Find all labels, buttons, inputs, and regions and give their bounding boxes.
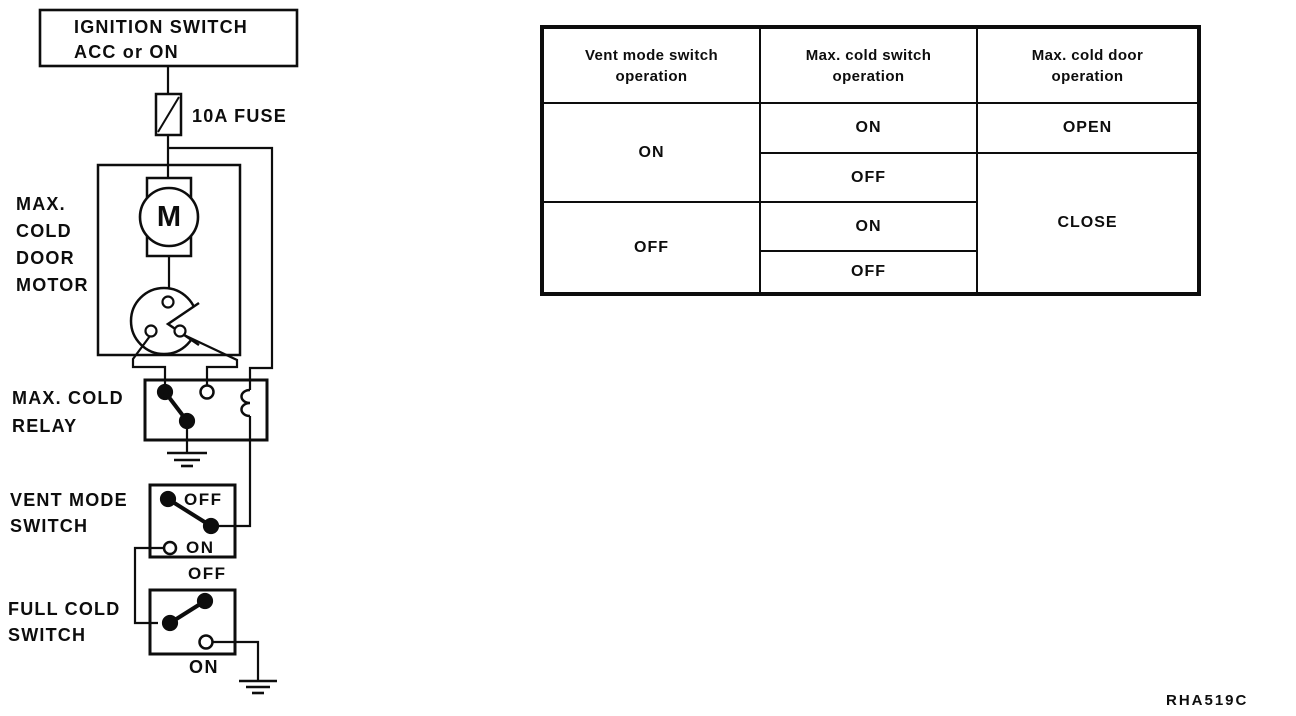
table-header-row: Vent mode switch operation Max. cold swi…: [541, 26, 1200, 104]
motor-symbol-letter: M: [156, 201, 182, 233]
wire: [131, 335, 167, 385]
wire: [218, 416, 252, 528]
cell-vent-off: OFF: [541, 201, 761, 295]
operation-table: Vent mode switch operation Max. cold swi…: [540, 25, 1201, 296]
wire: [183, 334, 239, 385]
cell-door-close: CLOSE: [976, 152, 1200, 295]
cell-door-open: OPEN: [976, 102, 1200, 154]
wire: [168, 146, 274, 390]
relay-contact-icon: [156, 383, 215, 430]
table-row: OFF ON: [541, 201, 1199, 295]
wire: [133, 546, 164, 625]
wire: [213, 640, 260, 680]
ground-icon: [167, 451, 207, 468]
cell-max-cold-off: OFF: [759, 152, 978, 203]
fuse-label: 10A FUSE: [192, 106, 287, 126]
vent-mode-switch-box: [148, 483, 237, 559]
full-cold-switch-contact-icon: [161, 592, 214, 650]
full-cold-switch-box: [148, 588, 237, 656]
full-cold-on-position-label: ON: [189, 657, 219, 677]
fuse-icon: [154, 92, 183, 137]
ignition-switch-label-line1: IGNITION SWITCH: [74, 17, 248, 37]
ground-icon: [239, 679, 277, 695]
motor-icon: [138, 176, 200, 258]
cam-position-switch-icon: [129, 286, 200, 356]
table-row: OFF CLOSE: [542, 152, 1200, 295]
header-max-cold-door: Max. cold door operation: [976, 26, 1200, 104]
header-max-cold-switch: Max. cold switch operation: [759, 26, 978, 104]
vent-mode-switch-contact-icon: [159, 490, 220, 556]
ignition-switch-label-line2: ACC or ON: [74, 42, 179, 62]
vent-switch-on-position-label: ON: [186, 538, 215, 557]
figure-reference-code: RHA519C: [1166, 692, 1249, 709]
table-row: OFF: [542, 250, 1199, 295]
full-cold-off-position-label: OFF: [188, 564, 227, 583]
cell-max-cold-off: OFF: [759, 250, 978, 295]
relay-box: [143, 378, 269, 442]
cell-vent-on: ON: [541, 102, 761, 203]
cell-max-cold-on: ON: [759, 102, 978, 154]
vent-switch-off-position-label: OFF: [184, 490, 223, 509]
cell-max-cold-on: ON: [759, 201, 978, 252]
header-vent-mode: Vent mode switch operation: [541, 26, 761, 104]
table-row: ON ON OPEN: [541, 102, 1200, 203]
relay-coil-icon: [240, 388, 251, 418]
motor-assembly-box: [96, 163, 242, 357]
